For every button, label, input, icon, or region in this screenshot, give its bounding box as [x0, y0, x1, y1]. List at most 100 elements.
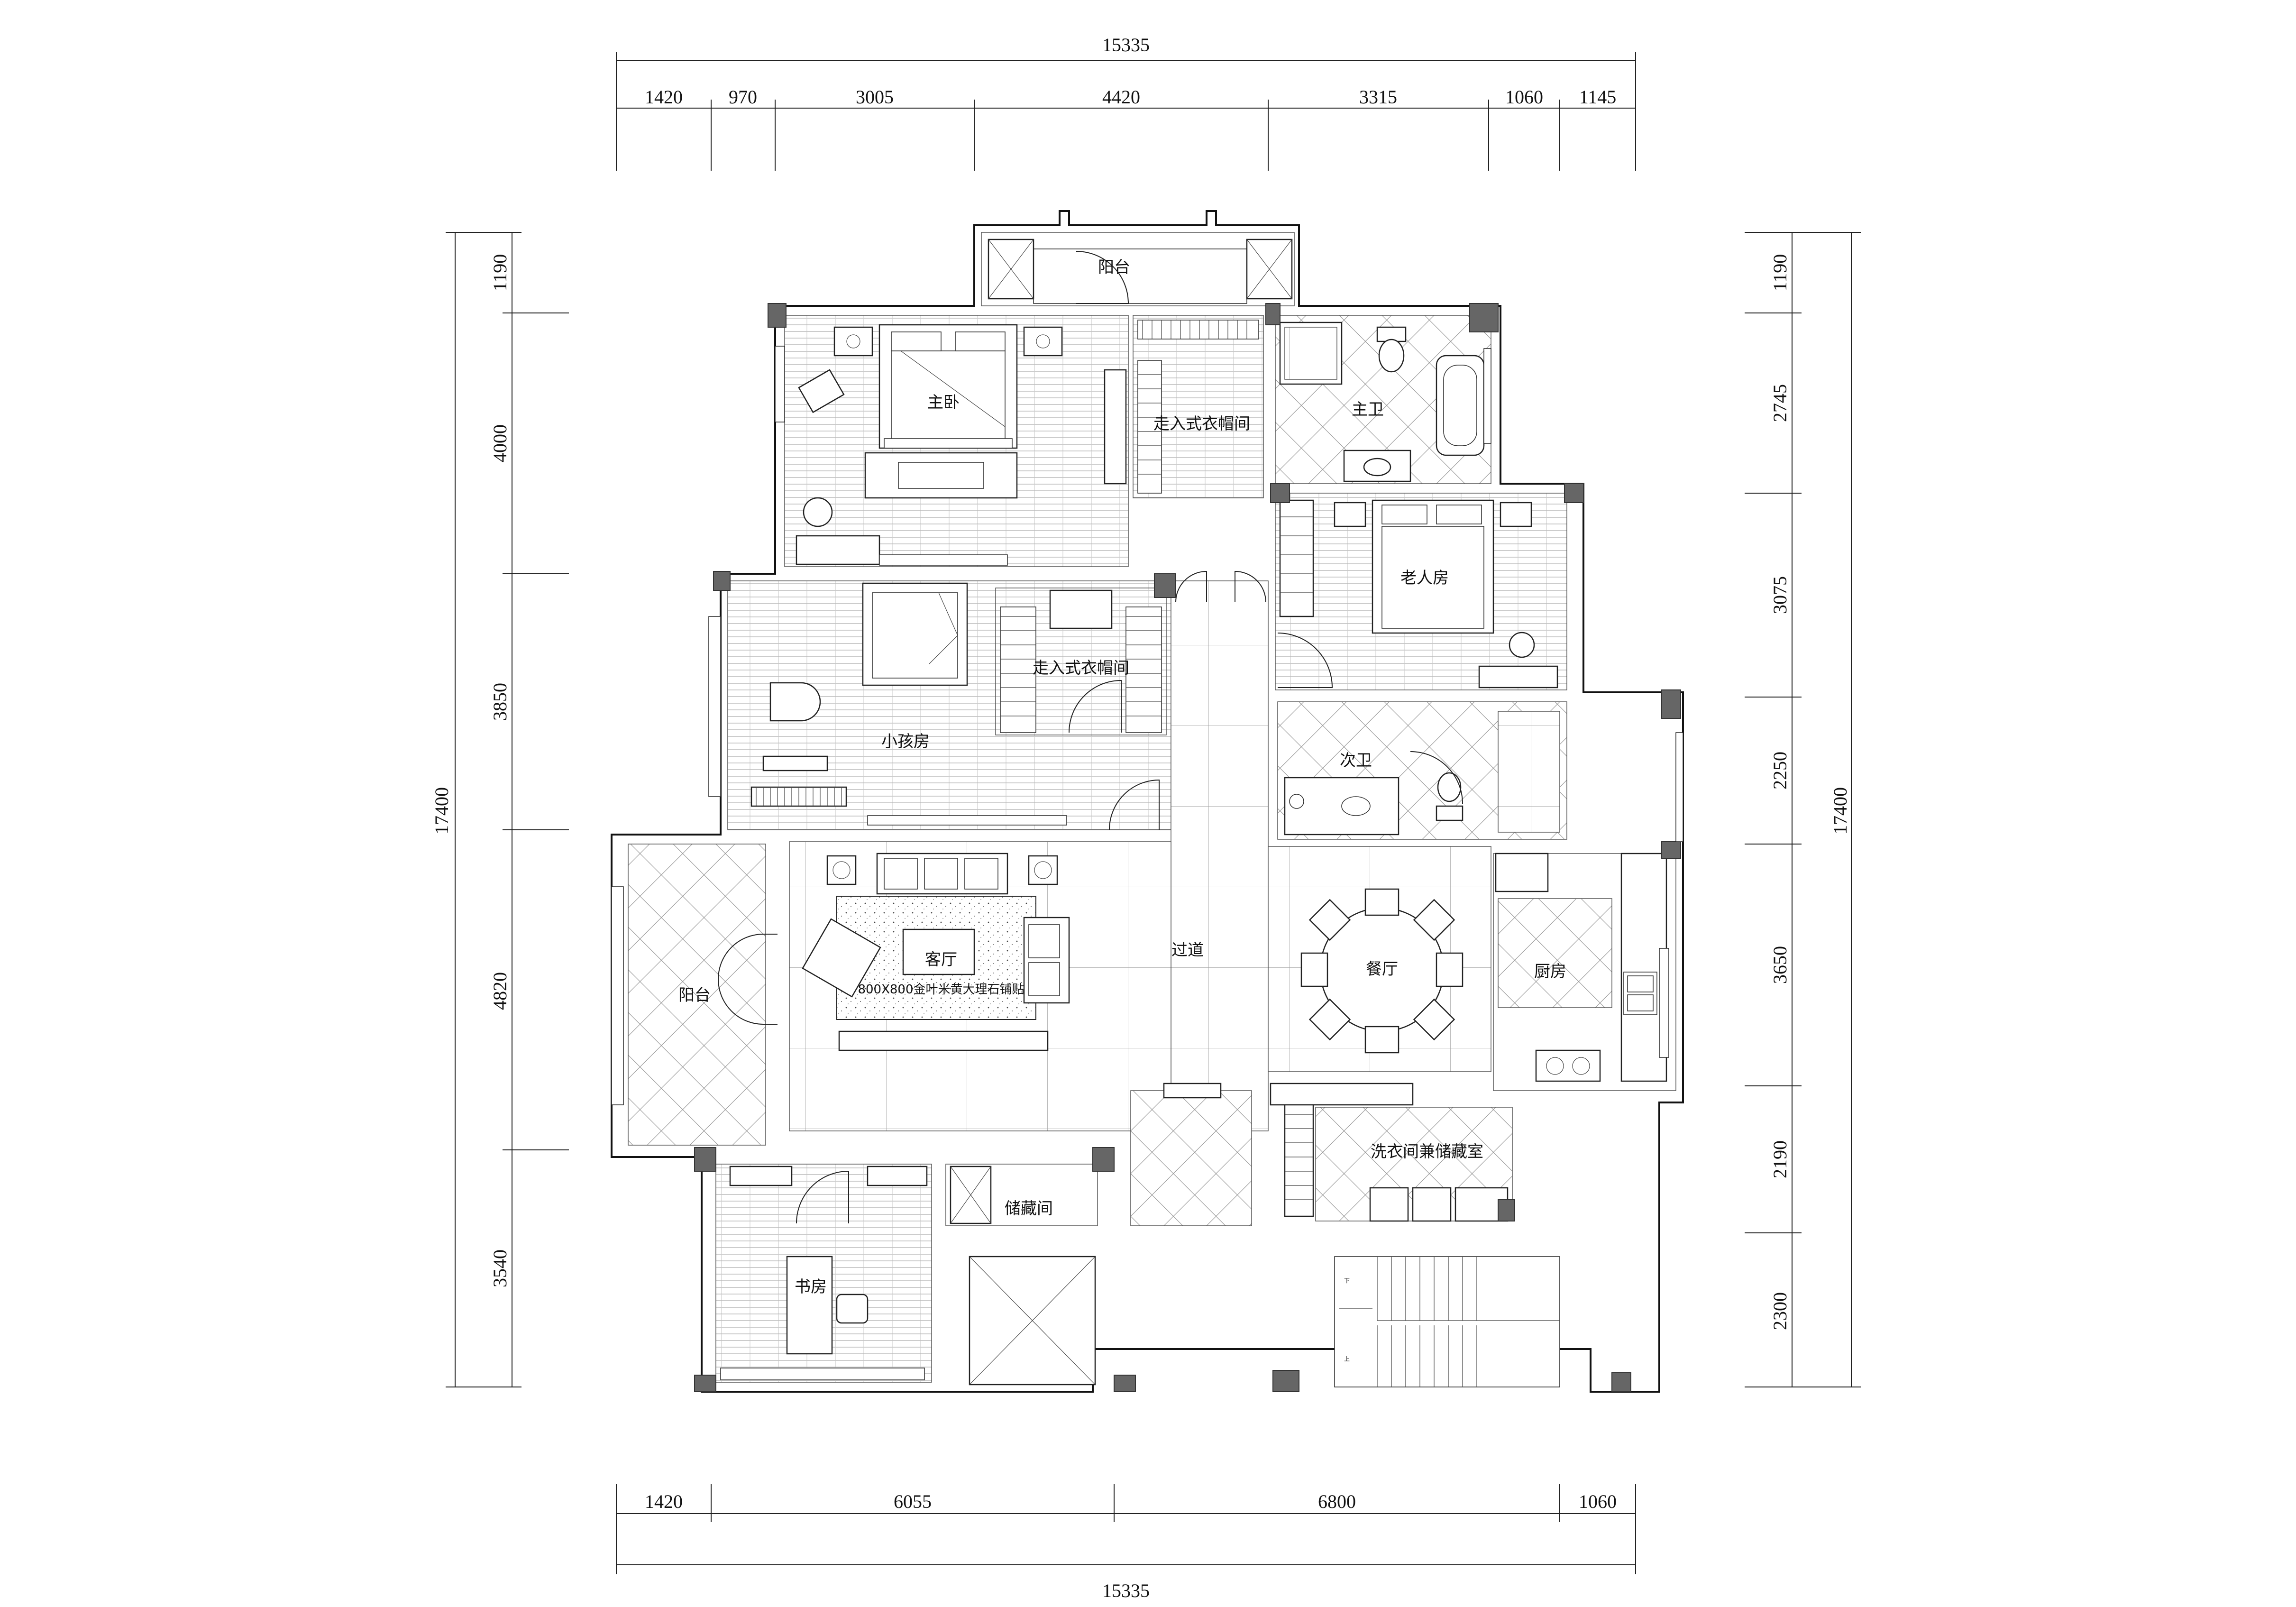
balcony-top-box-right [1246, 239, 1293, 300]
master-bed [878, 324, 1018, 449]
bottom-dimension-3: 6800 [1318, 1491, 1356, 1512]
left-total-dimension: 17400 [431, 787, 452, 835]
entry-hall-floor [1130, 1090, 1252, 1226]
stair-label-bottom: 上 [1344, 1356, 1350, 1362]
balcony-top-railing [1033, 248, 1247, 304]
storage-room-label: 储藏间 [1005, 1199, 1053, 1218]
kids-chair [769, 682, 821, 722]
laundry-washer-b [1412, 1187, 1452, 1222]
kitchen-label: 厨房 [1534, 962, 1566, 981]
study-desk [786, 1256, 833, 1355]
left-dimension-1: 1190 [489, 254, 511, 292]
kids-room-door[interactable] [1109, 779, 1160, 830]
right-total-dimension: 17400 [1829, 787, 1851, 835]
top-dimension-4: 4420 [1102, 86, 1140, 108]
master-bath-basin [1343, 450, 1411, 482]
master-bath-label: 主卫 [1352, 400, 1384, 419]
top-dimension-6: 1060 [1505, 86, 1543, 108]
master-nightstand-left [833, 326, 873, 357]
entry-shoe-cabinet [1163, 1083, 1222, 1099]
master-lounge-chair [798, 369, 845, 413]
balcony-top-door[interactable] [1076, 251, 1129, 304]
study-door[interactable] [796, 1170, 849, 1224]
master-nightstand-right [1023, 326, 1063, 357]
top-dimension-7: 1145 [1579, 86, 1617, 108]
top-total-dimension: 15335 [1102, 34, 1150, 55]
kids-room-label: 小孩房 [881, 732, 930, 751]
dining-label: 餐厅 [1366, 960, 1398, 979]
left-dimension-block: 17400 1190 4000 3850 4820 3540 [431, 232, 569, 1387]
elder-nightstand-right [1500, 502, 1532, 527]
top-dimension-1: 1420 [645, 86, 683, 108]
right-dimension-6: 2190 [1769, 1140, 1791, 1178]
elder-nightstand-left [1334, 502, 1366, 527]
right-dimension-3: 3075 [1769, 576, 1791, 614]
bottom-total-dimension: 15335 [1102, 1580, 1150, 1601]
balcony-left-floor [628, 844, 766, 1146]
kids-cabinet [867, 815, 1067, 826]
laundry-washer-a [1369, 1187, 1409, 1222]
right-dimension-7: 2300 [1769, 1292, 1791, 1330]
second-bath-shower [1498, 711, 1560, 833]
corridor-label: 过道 [1171, 941, 1204, 960]
elder-wardrobe [1279, 499, 1314, 617]
master-dresser [796, 535, 880, 565]
kitchen-sink [1623, 972, 1657, 1015]
balcony-left-label: 阳台 [678, 986, 711, 1005]
stair-label-top: 下 [1344, 1277, 1350, 1284]
bottom-dimension-1: 1420 [645, 1491, 683, 1512]
living-coffee-table [902, 928, 975, 975]
master-side-table [803, 497, 833, 527]
second-bath-door[interactable] [1410, 751, 1463, 804]
dining-chairs [1300, 888, 1464, 1054]
study-bookshelf-top [729, 1166, 793, 1186]
kitchen-stove [1535, 1049, 1601, 1082]
living-floor-note: 800X800金叶米黄大理石铺贴 [858, 983, 1024, 997]
kids-closet-shelf-left [1000, 606, 1036, 733]
master-bath-tub [1436, 355, 1485, 456]
left-dimension-4: 4820 [489, 972, 511, 1010]
master-tv-cabinet [879, 554, 1008, 566]
kids-closet-door[interactable] [1069, 680, 1122, 733]
top-dimension-block: 15335 1420 970 3005 4420 3315 1060 1145 [616, 34, 1636, 171]
kids-closet-label: 走入式衣帽间 [1033, 659, 1129, 678]
elder-desk [1478, 665, 1558, 689]
bottom-dimension-2: 6055 [894, 1491, 932, 1512]
study-label: 书房 [795, 1277, 827, 1296]
living-armchair [802, 918, 881, 998]
study-cabinet [720, 1368, 925, 1380]
elder-room-door[interactable] [1277, 633, 1333, 688]
corridor-double-door[interactable] [1175, 570, 1266, 603]
second-bath-label: 次卫 [1340, 751, 1372, 770]
living-side-table-right [1028, 855, 1058, 885]
living-tv-cabinet [838, 1030, 1049, 1051]
left-dimension-2: 4000 [489, 424, 511, 462]
laundry-label: 洗衣间兼储藏室 [1371, 1142, 1483, 1161]
balcony-left-door[interactable] [718, 934, 778, 1025]
right-dimension-2: 2745 [1769, 384, 1791, 422]
corridor-floor [1171, 580, 1269, 1131]
living-side-table-left [826, 855, 857, 885]
living-room-label: 客厅 [925, 950, 957, 969]
laundry-top-cabinet [1270, 1083, 1414, 1106]
master-closet-label: 走入式衣帽间 [1153, 414, 1250, 433]
master-bedroom-label: 主卧 [927, 393, 960, 412]
study-chair [836, 1294, 869, 1324]
kitchen-tile-area [1498, 898, 1612, 1008]
windows [611, 346, 1683, 1105]
right-dimension-5: 3650 [1769, 946, 1791, 984]
master-bench [864, 452, 1018, 499]
master-closet-hangers [1137, 320, 1259, 494]
elder-bed [1372, 499, 1494, 634]
master-wardrobe-panel [1104, 369, 1127, 485]
staircase: 下 上 [1334, 1256, 1560, 1387]
structural-columns [694, 303, 1681, 1392]
top-dimension-3: 3005 [856, 86, 894, 108]
elder-side-table [1509, 632, 1535, 658]
right-dimension-block: 17400 1190 2745 3075 2250 3650 2190 2300 [1745, 232, 1861, 1387]
bottom-dimension-4: 1060 [1579, 1491, 1617, 1512]
right-dimension-4: 2250 [1769, 752, 1791, 790]
balcony-top-box-left [988, 239, 1034, 300]
left-dimension-5: 3540 [489, 1249, 511, 1287]
